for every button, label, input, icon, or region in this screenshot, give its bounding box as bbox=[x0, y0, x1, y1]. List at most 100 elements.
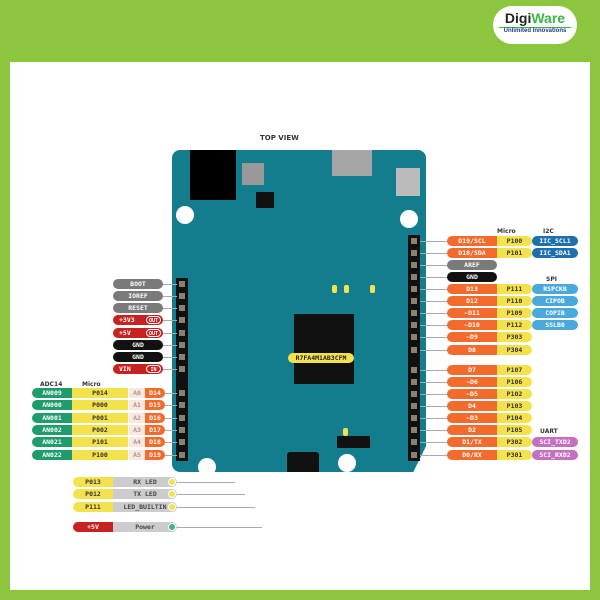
pin-label-d7: D7 bbox=[447, 365, 497, 375]
pin-label-d18sda: D18/SDA bbox=[447, 248, 497, 258]
pin-lead bbox=[162, 308, 177, 309]
header-pin bbox=[179, 317, 185, 323]
reset-button[interactable] bbox=[396, 168, 420, 196]
pin-lead bbox=[162, 418, 177, 419]
micro-pin-label: P000 bbox=[72, 400, 128, 410]
pin-lead bbox=[162, 333, 177, 334]
micro-pin-label: P301 bbox=[497, 450, 532, 460]
led-micro-label: P013 bbox=[73, 477, 113, 487]
pin-lead bbox=[420, 301, 448, 302]
inductor bbox=[242, 163, 264, 185]
micro-pin-label: P107 bbox=[497, 365, 532, 375]
power-pin-label: RESET bbox=[113, 303, 163, 313]
board-led bbox=[332, 285, 337, 293]
adc-label: AN021 bbox=[32, 437, 72, 447]
power-led-icon bbox=[168, 523, 176, 531]
arduino-board bbox=[172, 150, 426, 472]
micro-pin-label: P014 bbox=[72, 388, 128, 398]
micro-pin-label: P102 bbox=[497, 389, 532, 399]
board-led bbox=[343, 428, 348, 436]
pin-label-d13: D13 bbox=[447, 284, 497, 294]
pin-label-d8: D8 bbox=[447, 345, 497, 355]
adc-label: AN001 bbox=[32, 413, 72, 423]
pin-label-gnd: GND bbox=[447, 272, 497, 282]
pin-lead bbox=[162, 405, 177, 406]
led-icon bbox=[168, 490, 176, 498]
header-pin bbox=[179, 427, 185, 433]
header-pin bbox=[411, 286, 417, 292]
pin-label-d19scl: D19/SCL bbox=[447, 236, 497, 246]
header-pin bbox=[411, 238, 417, 244]
pin-lead bbox=[162, 296, 177, 297]
micro-pin-label: P100 bbox=[497, 236, 532, 246]
pin-lead bbox=[420, 430, 448, 431]
adc-label: AN009 bbox=[32, 388, 72, 398]
led-label: RX LED bbox=[113, 477, 177, 487]
micro-pin-label: P111 bbox=[497, 284, 532, 294]
micro-pin-label: P100 bbox=[72, 450, 128, 460]
micro-pin-label: P101 bbox=[72, 437, 128, 447]
pin-lead bbox=[420, 289, 448, 290]
mount-hole bbox=[338, 454, 356, 472]
digital-pin-label: D18 bbox=[145, 437, 165, 447]
micro-pin-label: P103 bbox=[497, 401, 532, 411]
header-pin bbox=[411, 367, 417, 373]
pin-label-d5: ~D5 bbox=[447, 389, 497, 399]
header-pin bbox=[411, 310, 417, 316]
pin-label-d9: ~D9 bbox=[447, 332, 497, 342]
top-view-title: TOP VIEW bbox=[260, 134, 299, 142]
pin-lead bbox=[420, 325, 448, 326]
header-pin bbox=[411, 415, 417, 421]
power-pin-label: VIN bbox=[113, 364, 163, 374]
micro-pin-label: P101 bbox=[497, 248, 532, 258]
pin-lead bbox=[420, 313, 448, 314]
micro-heading-left: Micro bbox=[82, 381, 101, 388]
led-label: LED_BUILTIN bbox=[113, 502, 177, 512]
header-pin bbox=[411, 262, 417, 268]
chip-label: R7FA4M1AB3CFM bbox=[288, 353, 354, 363]
header-pin bbox=[411, 452, 417, 458]
pin-lead bbox=[420, 337, 448, 338]
led-icon bbox=[168, 503, 176, 511]
header-pin bbox=[411, 391, 417, 397]
micro-pin-label: P302 bbox=[497, 437, 532, 447]
pin-lead bbox=[420, 265, 448, 266]
analog-pin-label: A1 bbox=[129, 400, 145, 410]
micro-pin-label: P106 bbox=[497, 377, 532, 387]
spi-heading: SPI bbox=[546, 276, 557, 283]
function-label: RSPCKB bbox=[532, 284, 578, 294]
micro-heading: Micro bbox=[497, 228, 516, 235]
header-pin bbox=[179, 330, 185, 336]
micro-pin-label: P110 bbox=[497, 296, 532, 306]
pin-lead bbox=[420, 455, 448, 456]
pin-lead bbox=[420, 370, 448, 371]
swd-header bbox=[337, 436, 370, 448]
led-trace bbox=[177, 494, 245, 495]
led-micro-label: P012 bbox=[73, 489, 113, 499]
header-pin bbox=[411, 347, 417, 353]
logo-brand-a: Digi bbox=[504, 10, 532, 26]
pin-direction-tag: OUT bbox=[146, 316, 161, 324]
adc-label: AN022 bbox=[32, 450, 72, 460]
adc-label: AN002 bbox=[32, 425, 72, 435]
pin-lead bbox=[162, 455, 177, 456]
pin-label-d2: D2 bbox=[447, 425, 497, 435]
power-pin-label: GND bbox=[113, 340, 163, 350]
header-pin bbox=[411, 274, 417, 280]
header-pin bbox=[179, 390, 185, 396]
micro-pin-label: P001 bbox=[72, 413, 128, 423]
digiware-logo: DigiWare Unlimited Innovations bbox=[493, 6, 577, 44]
micro-pin-label: P105 bbox=[497, 425, 532, 435]
pin-label-d3: ~D3 bbox=[447, 413, 497, 423]
power-led-micro-label: +5V bbox=[73, 522, 113, 532]
board-led bbox=[370, 285, 375, 293]
digital-pin-label: D16 bbox=[145, 413, 165, 423]
pin-lead bbox=[420, 253, 448, 254]
micro-pin-label: P104 bbox=[497, 413, 532, 423]
power-pin-label: +5V bbox=[113, 328, 163, 338]
function-label: IIC_SCL1 bbox=[532, 236, 578, 246]
digital-pin-label: D15 bbox=[145, 400, 165, 410]
pin-lead bbox=[162, 345, 177, 346]
pin-label-d1tx: D1/TX bbox=[447, 437, 497, 447]
led-icon bbox=[168, 478, 176, 486]
